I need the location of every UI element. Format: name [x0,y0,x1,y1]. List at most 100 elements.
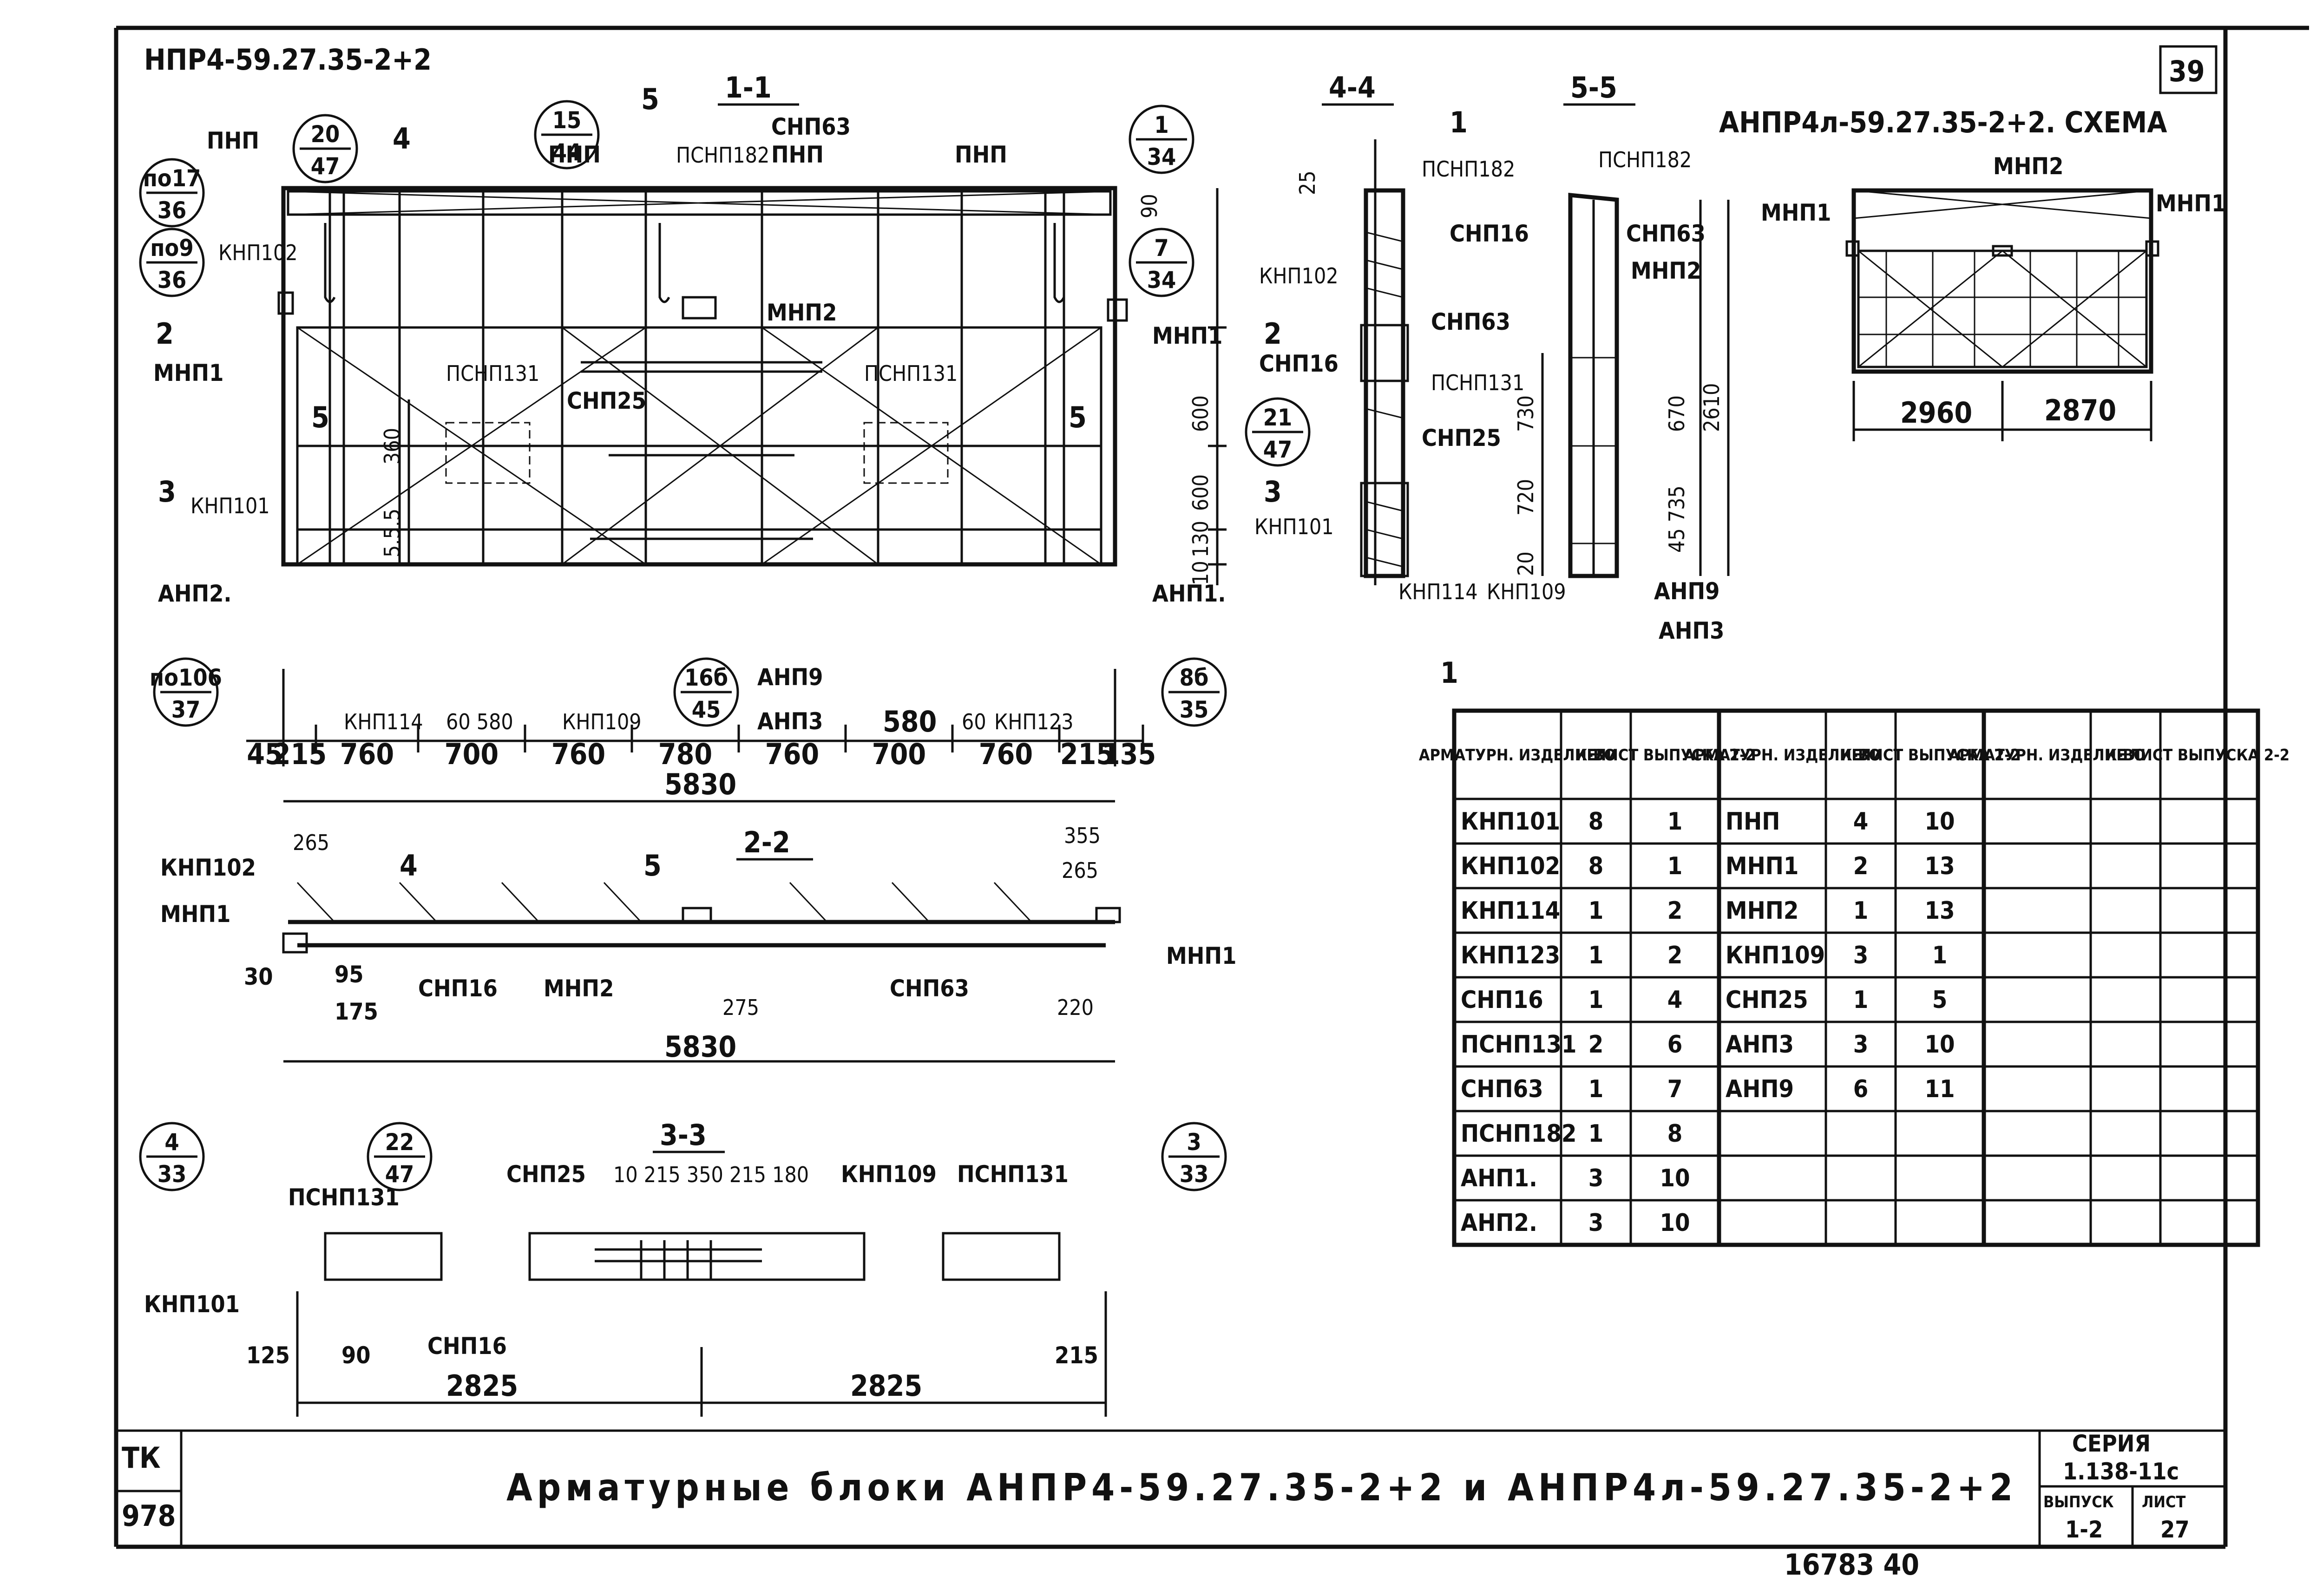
dim-360: 360 [380,428,405,464]
callout-top: 1 [1154,111,1168,138]
dim-580: 580 [883,705,937,739]
label-anp1: АНП1. [1152,580,1226,607]
table-cell: 6 [1853,1075,1869,1103]
table-cell: СНП25 [1726,986,1808,1014]
callout-top: 3 [1187,1129,1201,1156]
table-cell: 1 [1932,942,1948,969]
mark-5-right: 5 [1069,400,1087,434]
table-cell: 3 [1853,942,1869,969]
cut-mark-5: 5 [641,82,659,116]
callout-bottom: 36 [157,197,187,224]
cut-mark-1-top: 1 [1450,105,1468,139]
dim-segment: 215 [273,737,327,771]
table-cell: АНП2. [1461,1209,1537,1237]
dim-segment: 700 [872,737,926,771]
table-cell: КНП109 [1726,942,1825,969]
label-22-mnp2: МНП2 [544,975,614,1002]
sheet-frame [114,26,2309,1549]
table-cell: 8 [1588,852,1604,880]
label-33-snp25: СНП25 [506,1161,586,1188]
label-knp101: КНП101 [190,493,270,518]
dim-55-720: 720 [1513,479,1538,516]
callout-top: 20 [311,121,340,148]
dim-segment: 45 [247,737,283,771]
cut-mark-2-right: 2 [1264,317,1282,351]
label-psnp131-left: ПСНП131 [446,361,539,386]
callout-top: 16б [684,664,728,691]
callout-bubble: 433 [139,1122,205,1191]
table-cell: СНП16 [1461,986,1543,1014]
dim-600-upper: 600 [1188,395,1213,432]
table-cell: 1 [1588,942,1604,969]
view-5-5: 5-5 ПСНП182 СНП16 СНП63 МНП2 СНП25 КНП10… [1422,71,1730,644]
dim-33-215: 215 [1055,1342,1098,1369]
dim-600-lower: 600 [1188,474,1213,511]
callout-bottom: 33 [157,1161,187,1188]
mark-5-left: 5 [311,400,329,434]
scheme-view: АНПР4л-59.27.35-2+2. СХЕМА МНП1 МНП1 МНП… [1719,105,2226,441]
callout-top: 4 [164,1129,179,1156]
table-header: К-ВО [1575,746,1616,765]
dim-segment: 700 [445,737,499,771]
cut-22-4: 4 [400,849,418,883]
table-cell: МНП1 [1726,852,1798,880]
table-cell: КНП102 [1461,852,1560,880]
table-cell: 10 [1660,1209,1690,1237]
dim-55-45-735: 45 735 [1664,485,1689,553]
issue-label: ВЫПУСК [2043,1493,2114,1511]
table-cell: 3 [1853,1031,1869,1059]
label-55-snp63: СНП63 [1626,220,1706,247]
callout-bottom: 33 [1180,1161,1209,1188]
cut-mark-4: 4 [393,122,411,156]
callout-top: по106 [150,664,222,691]
table-cell: 13 [1924,897,1955,925]
label-snp25: СНП25 [567,387,646,414]
table-header: К-ВО [1840,746,1881,765]
table-cell: 1 [1667,808,1683,836]
callout-top: 7 [1154,235,1168,262]
table-cell: 1 [1588,1075,1604,1103]
table-header: ЛИСТ ВЫПУСКА 2-2 [1859,746,2020,765]
view-title-2-2: 2-2 [743,825,790,859]
scheme-dim-2960: 2960 [1900,396,1972,430]
dim-segment: 760 [340,737,394,771]
dim-segment: 215 [1060,737,1114,771]
table-cell: 13 [1924,852,1955,880]
label-psnp131-right: ПСНП131 [864,361,958,386]
label-33-snp16: СНП16 [427,1333,507,1360]
sheet-label: ЛИСТ [2142,1493,2185,1511]
table-cell: АНП3 [1726,1031,1794,1059]
dim-55-2610: 2610 [1699,383,1724,432]
dim-22-175: 175 [335,998,378,1025]
label-55-knp109: КНП109 [1487,579,1566,604]
view-title-5-5: 5-5 [1570,71,1617,105]
table-header: ЛИСТ ВЫПУСКА 2-2 [1595,746,1755,765]
label-knp114: КНП114 [344,709,423,734]
label-anp9: АНП9 [757,664,823,691]
label-55-mnp2: МНП2 [1631,257,1701,284]
table-header: АРМАТУРН. ИЗДЕЛИЕ [1419,746,1596,765]
dim-22-95: 95 [335,961,364,988]
table-cell: 7 [1667,1075,1683,1103]
dims-33-top: 10 215 350 215 180 [613,1162,809,1187]
callout-bubble: по17 36 [139,158,205,228]
drawing-mark: НПР4-59.27.35-2+2 [144,43,432,77]
table-cell: 1 [1667,852,1683,880]
table-cell: 6 [1667,1031,1683,1059]
cut-mark-2: 2 [156,317,174,351]
table-cell: 10 [1924,808,1955,836]
sheet-value: 27 [2160,1516,2190,1543]
scheme-label-mnp2: МНП2 [1993,153,2063,180]
tk-number: 978 [122,1499,176,1533]
table-cell: КНП101 [1461,808,1560,836]
callout-top: по17 [143,165,201,192]
table-header: АРМАТУРН. ИЗДЕЛИЕ [1949,746,2126,765]
cut-22-5: 5 [643,849,662,883]
